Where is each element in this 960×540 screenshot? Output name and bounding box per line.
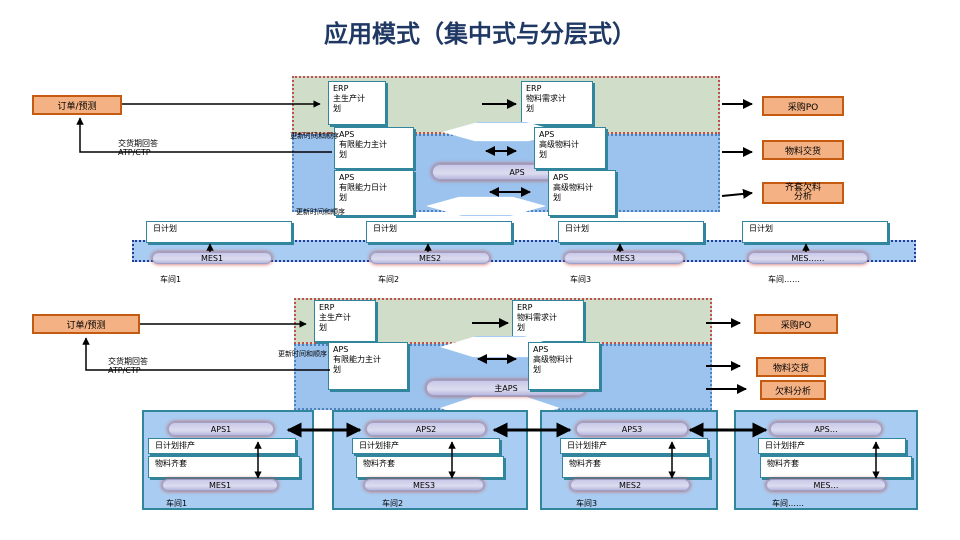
note-line: ERP	[319, 303, 335, 312]
aps2-cylinder: APS2	[366, 422, 486, 436]
shop-label-2-bottom: 车间2	[382, 499, 404, 508]
shop-label-4-top: 车间……	[768, 275, 800, 284]
shop-label-1-top: 车间1	[160, 275, 182, 284]
shop-label-3-top: 车间3	[570, 275, 592, 284]
note-line: APS	[339, 173, 355, 182]
note-line: 划	[553, 193, 561, 202]
shop-label-1-bottom: 车间1	[166, 499, 188, 508]
note-line: 划	[539, 150, 547, 159]
note-line: 高级物料计	[553, 183, 593, 192]
note-line: APS	[339, 130, 355, 139]
mes-more-cylinder-top: MES……	[748, 252, 868, 264]
note-line: 物料需求计	[526, 94, 566, 103]
note-line: 划	[533, 365, 541, 374]
kitting-note-3: 物料齐套	[562, 456, 710, 478]
note-line: APS	[539, 130, 555, 139]
box-line: 齐套欠料	[784, 183, 821, 193]
order-forecast-box-top: 订单/预测	[32, 95, 122, 115]
mes-more-cylinder-bottom: MES…	[766, 479, 886, 491]
note-line: 划	[333, 104, 341, 113]
material-delivery-box-top: 物料交货	[762, 140, 844, 160]
arrow	[721, 188, 753, 199]
mes1-cylinder-bottom: MES1	[162, 479, 278, 491]
aps1-cylinder: APS1	[168, 422, 274, 436]
note-line: 划	[339, 150, 347, 159]
order-forecast-box-bottom: 订单/预测	[32, 314, 140, 334]
erp-master-plan-note-bottom: ERP 主生产计 划	[314, 300, 376, 342]
aps-capacity-master-note-top: APS 有限能力主计 划	[334, 127, 414, 169]
daily-plan-note-3-top: 日计划	[558, 221, 704, 243]
note-line: APS	[553, 173, 569, 182]
aps-advanced-material-note-bottom: APS 高级物料计 划	[528, 342, 600, 390]
shop-label-3-bottom: 车间3	[576, 499, 598, 508]
update-label-1-top: 更新时间和顺序	[290, 132, 339, 140]
erp-master-plan-note-top: ERP 主生产计 划	[328, 81, 386, 125]
atp-ctp-label-bottom: ATP/CTP	[108, 366, 141, 375]
note-line: 划	[319, 323, 327, 332]
note-line: 划	[517, 323, 525, 332]
mes2-cylinder-top: MES2	[370, 252, 490, 264]
mes1-cylinder-top: MES1	[152, 252, 272, 264]
aps-advanced-material-note-top: APS 高级物料计 划	[534, 127, 606, 169]
aps-capacity-daily-note-top: APS 有限能力日计 划	[334, 170, 414, 216]
schedule-note-3: 日计划排产	[560, 438, 708, 454]
daily-plan-note-1-top: 日计划	[146, 221, 292, 243]
shortage-analysis-box-bottom: 欠料分析	[760, 380, 826, 400]
update-label-bottom: 更新时间和顺序	[278, 350, 327, 358]
note-line: 划	[526, 104, 534, 113]
schedule-note-1: 日计划排产	[148, 438, 296, 454]
note-line: 有限能力主计	[333, 355, 381, 364]
note-line: 主生产计	[319, 313, 351, 322]
mes-row-top	[132, 240, 916, 262]
note-line: 有限能力日计	[339, 183, 387, 192]
kitting-note-2: 物料齐套	[356, 456, 504, 478]
material-delivery-box-bottom: 物料交货	[756, 357, 826, 377]
shop-label-4-bottom: 车间……	[772, 499, 804, 508]
page-title: 应用模式（集中式与分层式）	[324, 20, 636, 48]
mes2-cylinder-bottom: MES2	[570, 479, 690, 491]
note-line: 高级物料计	[539, 140, 579, 149]
update-label-2-top: 更新时间和顺序	[296, 208, 345, 216]
kitting-note-1: 物料齐套	[148, 456, 300, 478]
note-line: APS	[533, 345, 549, 354]
note-line: 物料需求计	[517, 313, 557, 322]
note-line: 有限能力主计	[339, 140, 387, 149]
note-line: 划	[339, 193, 347, 202]
note-line: 主生产计	[333, 94, 365, 103]
purchase-po-box-bottom: 采购PO	[754, 314, 838, 334]
erp-material-plan-note-bottom: ERP 物料需求计 划	[512, 300, 584, 342]
aps-advanced-material-note2-top: APS 高级物料计 划	[548, 170, 616, 216]
erp-material-plan-note-top: ERP 物料需求计 划	[521, 81, 593, 125]
aps3-cylinder: APS3	[576, 422, 688, 436]
note-line: 划	[333, 365, 341, 374]
note-line: ERP	[517, 303, 533, 312]
kitting-shortage-box-top: 齐套欠料 分析	[762, 182, 844, 204]
kitting-note-4: 物料齐套	[760, 456, 912, 478]
daily-plan-note-4-top: 日计划	[742, 221, 888, 243]
note-line: ERP	[333, 84, 349, 93]
note-line: 高级物料计	[533, 355, 573, 364]
daily-plan-note-2-top: 日计划	[366, 221, 512, 243]
mes3-cylinder-bottom: MES3	[364, 479, 484, 491]
note-line: APS	[333, 345, 349, 354]
mes3-cylinder-top: MES3	[564, 252, 684, 264]
schedule-note-2: 日计划排产	[352, 438, 500, 454]
purchase-po-box-top: 采购PO	[762, 96, 844, 116]
atp-ctp-label-top: ATP/CTP	[118, 148, 151, 157]
schedule-note-4: 日计划排产	[758, 438, 906, 454]
aps-more-cylinder: APS…	[770, 422, 882, 436]
box-line: 分析	[793, 192, 812, 202]
aps-capacity-master-note-bottom: APS 有限能力主计 划	[328, 342, 408, 390]
shop-label-2-top: 车间2	[378, 275, 400, 284]
note-line: ERP	[526, 84, 542, 93]
arrow-chevron	[426, 196, 546, 216]
